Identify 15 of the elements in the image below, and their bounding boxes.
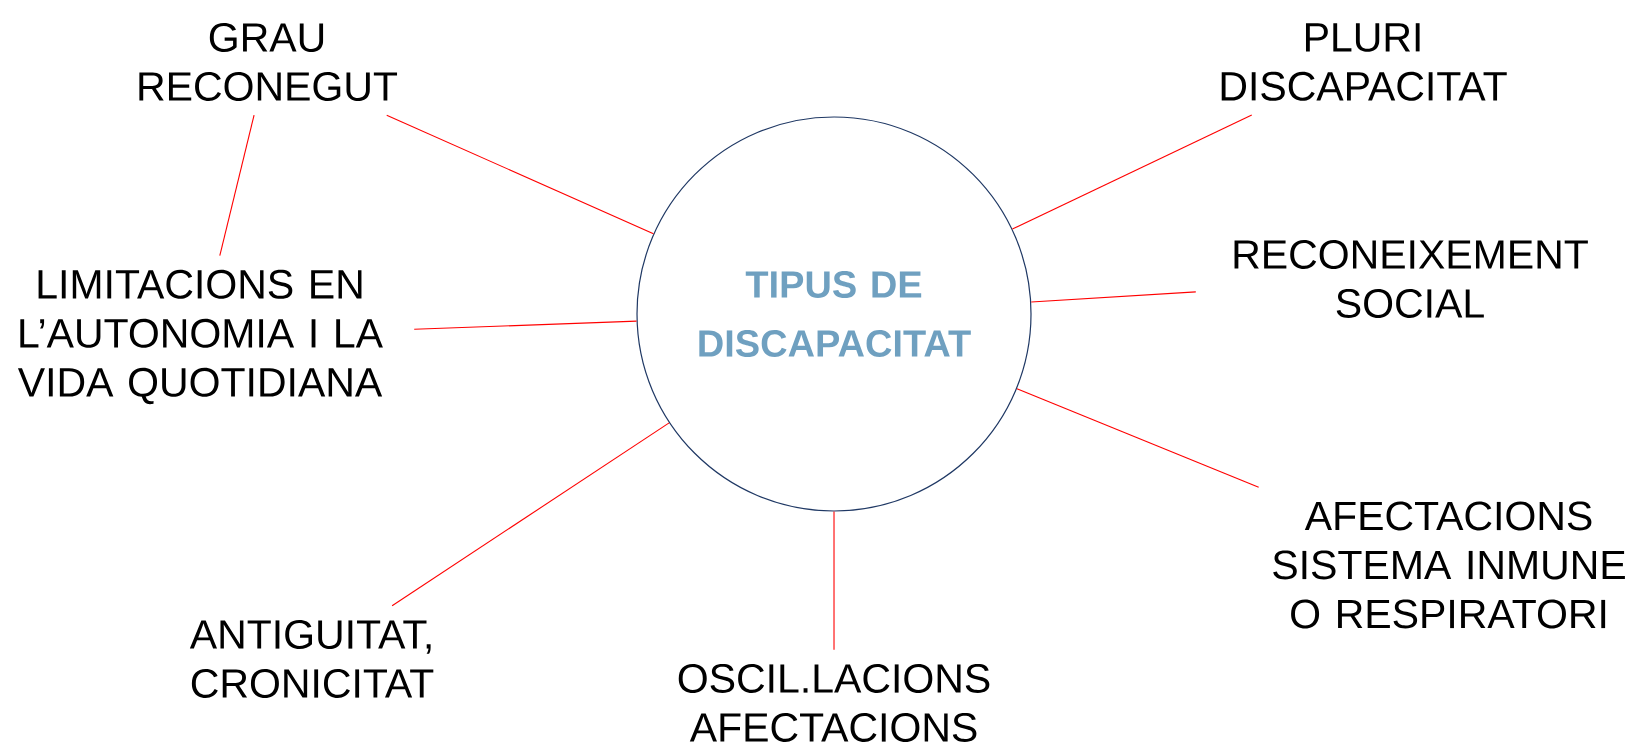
category-label: LIMITACIONS EN L’AUTONOMIA I LA VIDA QUOTIDIANA (17, 269, 383, 405)
connector-line (1030, 291, 1197, 303)
category-label: RECONEIXEMENT SOCIAL (1234, 240, 1588, 318)
category-label: GRAU RECONEGUT (139, 23, 398, 101)
connector-line (386, 114, 654, 235)
connector-line (391, 422, 670, 607)
connector-line (219, 114, 255, 257)
connector-line (1011, 114, 1253, 230)
category-label: ANTIGUITAT, CRONICITAT (189, 620, 434, 698)
connector-line (833, 511, 835, 651)
category-label: PLURI DISCAPACITAT (1221, 23, 1507, 101)
category-label: AFECTACIONS SISTEMA INMUNE O RESPIRATORI (1273, 501, 1625, 629)
connector-line (1016, 388, 1260, 488)
category-label: OSCIL.LACIONS AFECTACIONS (678, 664, 990, 742)
connector-line (413, 320, 638, 330)
